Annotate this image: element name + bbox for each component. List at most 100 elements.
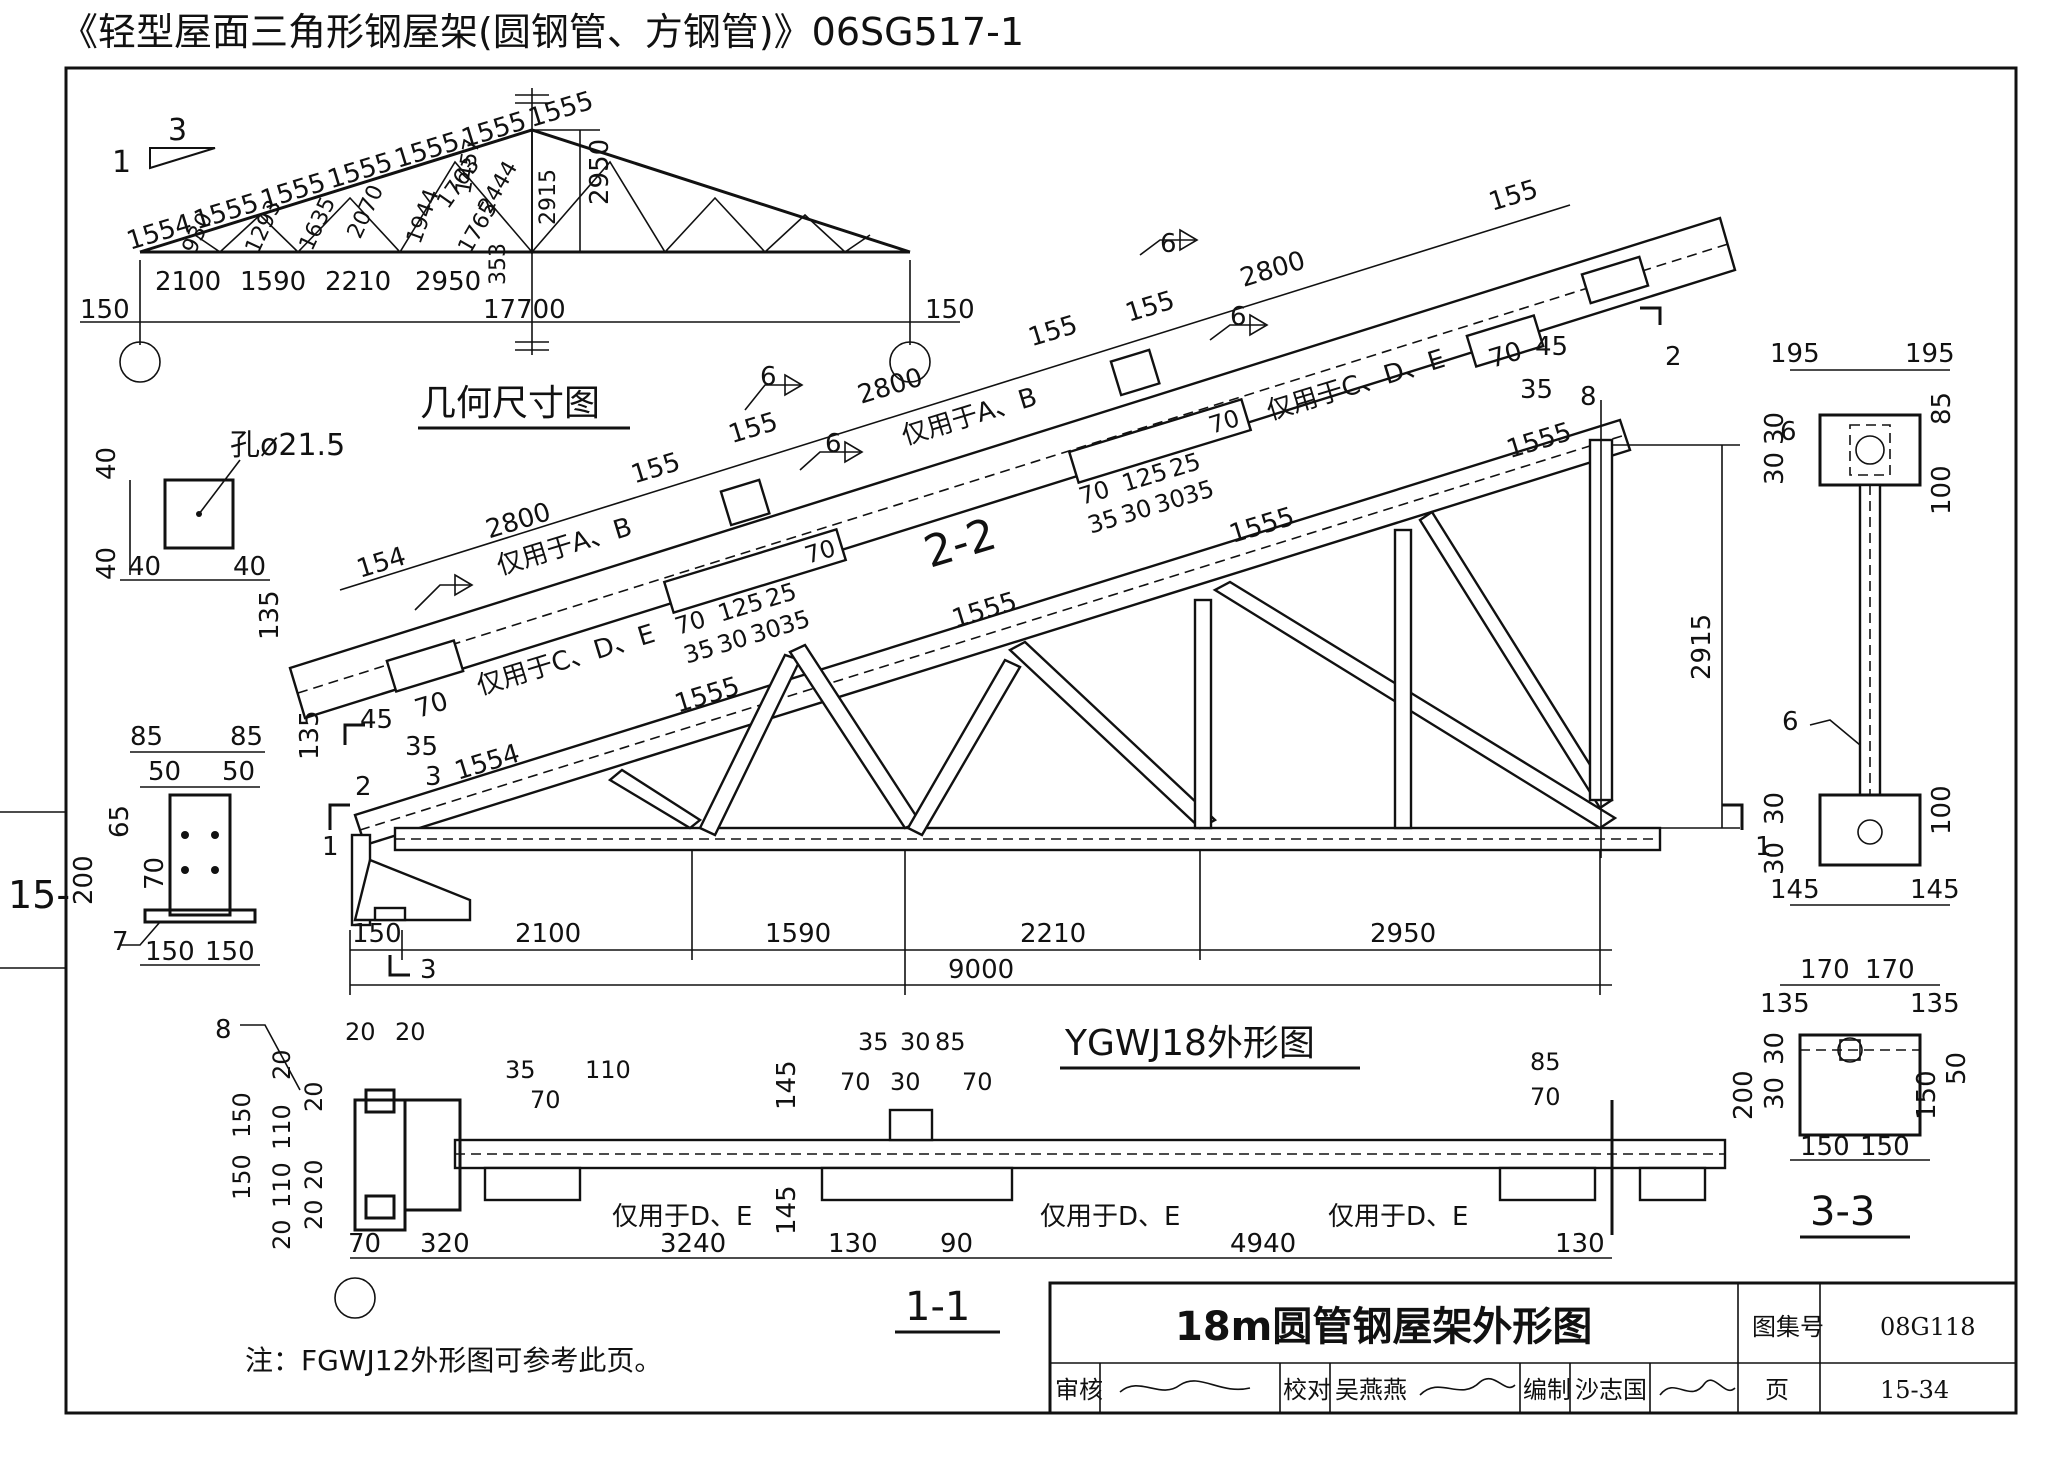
svg-text:30: 30 [890, 1068, 921, 1096]
svg-text:2800: 2800 [854, 363, 926, 411]
page-tab: 15- [8, 873, 70, 917]
svg-text:30: 30 [1118, 493, 1155, 529]
bearing-weld: 7 [112, 927, 129, 957]
column-base-hole [1857, 819, 1883, 845]
hole-dim-1: 40 [92, 447, 122, 480]
col-dim-30d: 30 [1760, 842, 1790, 875]
cut-mark-2-right [1640, 306, 1662, 325]
top-chord-pipe [288, 216, 1737, 720]
svg-text:20: 20 [300, 1159, 328, 1190]
svg-text:35: 35 [776, 604, 813, 640]
s33-dim-150a: 150 [1800, 1132, 1850, 1162]
geometry-seg-2: 1590 [240, 267, 306, 297]
axis-bubble-right [889, 341, 931, 383]
plan-clip-2-top [888, 1108, 934, 1142]
s33-dim-200: 200 [1729, 1070, 1759, 1120]
svg-text:155: 155 [725, 407, 781, 450]
bottom-seg-2: 1590 [765, 919, 831, 949]
svg-text:155: 155 [1122, 286, 1178, 329]
plan-bottom-4940: 4940 [1230, 1229, 1296, 1259]
plan-bottom-3240: 3240 [660, 1229, 726, 1259]
svg-text:1555: 1555 [525, 86, 597, 134]
col-dim-85: 85 [1927, 392, 1957, 425]
geometry-diagram: 3 1 1554 1555 1555 1555 1555 1555 1555 9… [80, 86, 975, 430]
weld-mark-1: 6 [760, 362, 777, 392]
svg-text:70: 70 [840, 1068, 871, 1096]
cut-mark-3 [388, 955, 410, 977]
footnote: 注：FGWJ12外形图可参考此页。 [245, 1344, 662, 1377]
plan-note-3: 仅用于D、E [1328, 1202, 1468, 1232]
geometry-web-left [194, 130, 533, 255]
cut-mark-1-left [328, 803, 350, 830]
bearing-dim-150b: 150 [205, 937, 255, 967]
bearing-dim-50a: 50 [148, 757, 181, 787]
geometry-seg-4: 2950 [415, 267, 481, 297]
section-mark-3b: 3 [420, 955, 437, 985]
slope-run: 3 [168, 113, 187, 148]
plan-weld-leader [240, 1024, 301, 1091]
review-label: 审核 [1055, 1376, 1103, 1404]
plan-clip-2 [820, 1166, 1014, 1202]
bearing-detail: 85 85 50 50 65 200 70 150 150 7 [69, 722, 265, 967]
upper-dim-line [339, 204, 1571, 591]
top-chord-lower-dash [359, 434, 1626, 831]
plan-clip-1 [483, 1166, 582, 1202]
hole-dim-4: 40 [233, 552, 266, 582]
plan-left-dims: 20 20 150 110 20 150 110 20 20 [228, 1049, 328, 1250]
weld-mark-3: 6 [1160, 229, 1177, 259]
end-dim-70: 70 [411, 686, 451, 724]
end-dim-35-r: 35 [1520, 375, 1553, 405]
plan-side-145a: 145 [772, 1060, 802, 1110]
hole-detail: 孔ø21.5 40 40 40 40 [92, 428, 345, 582]
half-span: 9000 [948, 955, 1014, 985]
atlas-label: 图集号 [1752, 1313, 1824, 1341]
svg-text:150: 150 [228, 1092, 256, 1138]
hole-plate [163, 478, 235, 550]
slope-triangle-symbol [149, 147, 216, 170]
plan-note-1: 仅用于D、E [612, 1202, 752, 1232]
svg-text:154: 154 [353, 541, 409, 584]
col-dim-145b: 145 [1910, 875, 1960, 905]
plan-title: 1-1 [905, 1284, 970, 1330]
section-mark-1a: 1 [322, 832, 339, 862]
svg-text:70: 70 [962, 1068, 993, 1096]
svg-text:20: 20 [345, 1018, 376, 1046]
page-label: 页 [1765, 1376, 1789, 1404]
end-dim-135-a: 135 [255, 590, 285, 640]
elevation-title: YGWJ18外形图 [1064, 1023, 1315, 1064]
s33-dim-150b: 150 [1860, 1132, 1910, 1162]
bearing-dim-70: 70 [140, 857, 170, 890]
svg-text:20: 20 [395, 1018, 426, 1046]
svg-text:70: 70 [1530, 1083, 1561, 1111]
cut-mark-1-right [1722, 803, 1744, 830]
clip-dims-2: 70 125 25 70 35 30 30 35 [1076, 404, 1243, 539]
s33-dim-135a: 135 [1760, 989, 1810, 1019]
geometry-span: 17700 [483, 295, 566, 325]
plan-clip-4 [1638, 1166, 1707, 1202]
col-dim-30b: 30 [1760, 452, 1790, 485]
bearing-web [168, 793, 232, 917]
svg-text:35: 35 [505, 1056, 536, 1084]
check-label: 校对 [1283, 1376, 1331, 1404]
weld-mark-6: 8 [1580, 382, 1597, 412]
geometry-end-left: 150 [80, 295, 130, 325]
section-column-detail: 195 195 30 30 85 100 30 30 100 145 145 6 [1760, 339, 1960, 906]
bottom-seg-1: 2100 [515, 919, 581, 949]
svg-text:35: 35 [1180, 474, 1217, 510]
bottom-seg-3: 2210 [1020, 919, 1086, 949]
checker-signature [1419, 1378, 1516, 1396]
svg-text:110: 110 [585, 1056, 631, 1084]
plan-side-145b: 145 [772, 1185, 802, 1235]
column-base-plate [1818, 793, 1922, 867]
s33-dim-30a: 30 [1760, 1032, 1790, 1065]
s33-dim-135b: 135 [1910, 989, 1960, 1019]
geometry-end-right: 150 [925, 295, 975, 325]
drafter-name: 沙志国 [1575, 1376, 1647, 1404]
slope-rise: 1 [112, 145, 131, 180]
bearing-base-plate [143, 908, 257, 924]
plan-axis-bubble [334, 1277, 376, 1319]
bottom-seg-4: 2950 [1370, 919, 1436, 949]
plan-note-2: 仅用于D、E [1040, 1202, 1180, 1232]
hole-dim-3: 40 [128, 552, 161, 582]
bearing-dim-85a: 85 [130, 722, 163, 752]
